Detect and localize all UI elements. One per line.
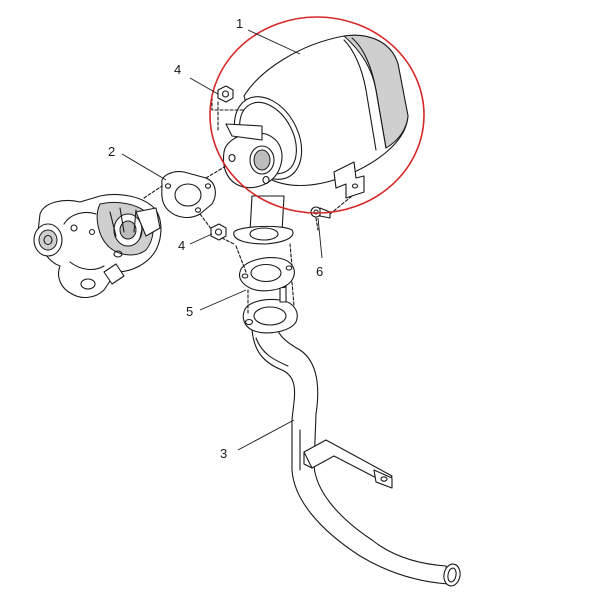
nut-upper <box>217 85 234 103</box>
mounting-bolt <box>310 206 331 219</box>
muffler-canister <box>222 34 409 245</box>
nut-lower <box>210 223 227 241</box>
assembly-lines <box>143 97 353 315</box>
turbo-gasket <box>161 171 216 219</box>
gasket <box>238 257 295 292</box>
callout-part-6: 6 <box>316 264 323 279</box>
turbocharger <box>33 193 162 299</box>
callout-part-4-lower: 4 <box>178 238 185 253</box>
exhaust-pipe <box>251 321 461 587</box>
pipe-bracket <box>303 439 393 489</box>
pipe-inlet-flange <box>242 283 298 334</box>
callout-part-2: 2 <box>108 144 115 159</box>
callout-part-3: 3 <box>220 446 227 461</box>
callout-part-4-upper: 4 <box>174 62 181 77</box>
highlight-ring <box>209 16 425 214</box>
leader-lines <box>121 29 323 451</box>
callout-part-5: 5 <box>186 304 193 319</box>
callout-part-1: 1 <box>236 16 243 31</box>
